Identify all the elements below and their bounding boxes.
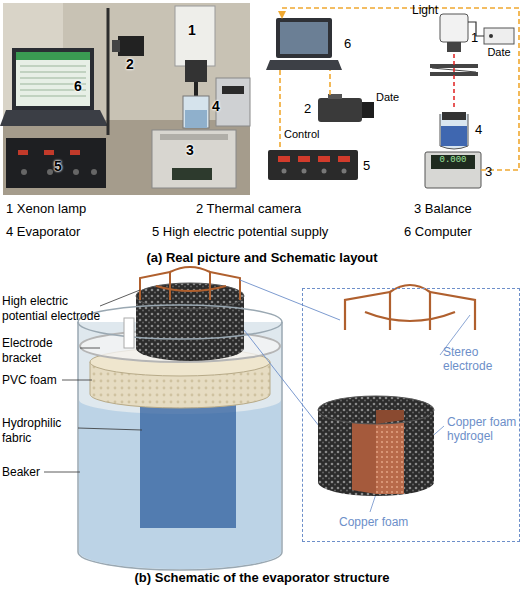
- computer-node: 6: [268, 18, 340, 70]
- callout-number: 3: [186, 142, 200, 159]
- lamp-power-node: Date: [484, 28, 514, 44]
- callout-number: 2: [126, 56, 140, 73]
- part-label: Hydrophilic fabric: [2, 416, 78, 446]
- key-item: 4 Evaporator: [6, 224, 146, 240]
- node-text: 2: [304, 101, 316, 116]
- camera-node: 2Date: [318, 95, 374, 123]
- detail-box: Stereo electrodeCopper foam hydrogelCopp…: [302, 288, 520, 542]
- lamp-node: Light1: [440, 14, 468, 54]
- node-text: Light: [400, 3, 438, 17]
- key-item: 1 Xenon lamp: [6, 201, 156, 217]
- node-text: 0.000: [431, 155, 475, 166]
- key-item: 2 Thermal camera: [196, 201, 366, 217]
- key-item: 3 Balance: [414, 201, 522, 217]
- part-label: Beaker: [2, 465, 62, 480]
- supply-node: 5: [268, 150, 358, 180]
- callout-number: 6: [74, 78, 88, 95]
- key-item: 6 Computer: [404, 224, 522, 240]
- data-connector: [329, 70, 331, 95]
- node-text: 4: [475, 122, 487, 137]
- evaporator-node: 4: [437, 108, 471, 148]
- key-item: 5 High electric potential supply: [152, 224, 392, 240]
- edge-label: Control: [284, 128, 319, 141]
- node-text: Copper foam: [339, 515, 439, 529]
- node-text: Copper foam hydrogel: [447, 415, 519, 443]
- node-text: 1: [471, 30, 483, 45]
- node-text: Stereo electrode: [443, 345, 519, 373]
- data-connector: [279, 70, 281, 150]
- callout-number: 1: [188, 22, 202, 39]
- node-text: 6: [344, 36, 356, 51]
- balance-node: 0.0003: [425, 152, 481, 188]
- callout-number: 4: [212, 98, 226, 115]
- node-text: 5: [363, 158, 375, 173]
- node-text: Date: [482, 46, 516, 59]
- part-label: PVC foam: [2, 373, 72, 388]
- caption: (b) Schematic of the evaporator structur…: [0, 570, 524, 586]
- part-label: High electric potential electrode: [2, 294, 112, 324]
- part-label: Electrode bracket: [2, 336, 78, 366]
- node-text: Date: [376, 91, 410, 104]
- node-text: 3: [485, 164, 497, 179]
- data-connector: [282, 8, 519, 170]
- callout-number: 5: [54, 158, 68, 175]
- caption: (a) Real picture and Schematic layout: [0, 250, 524, 266]
